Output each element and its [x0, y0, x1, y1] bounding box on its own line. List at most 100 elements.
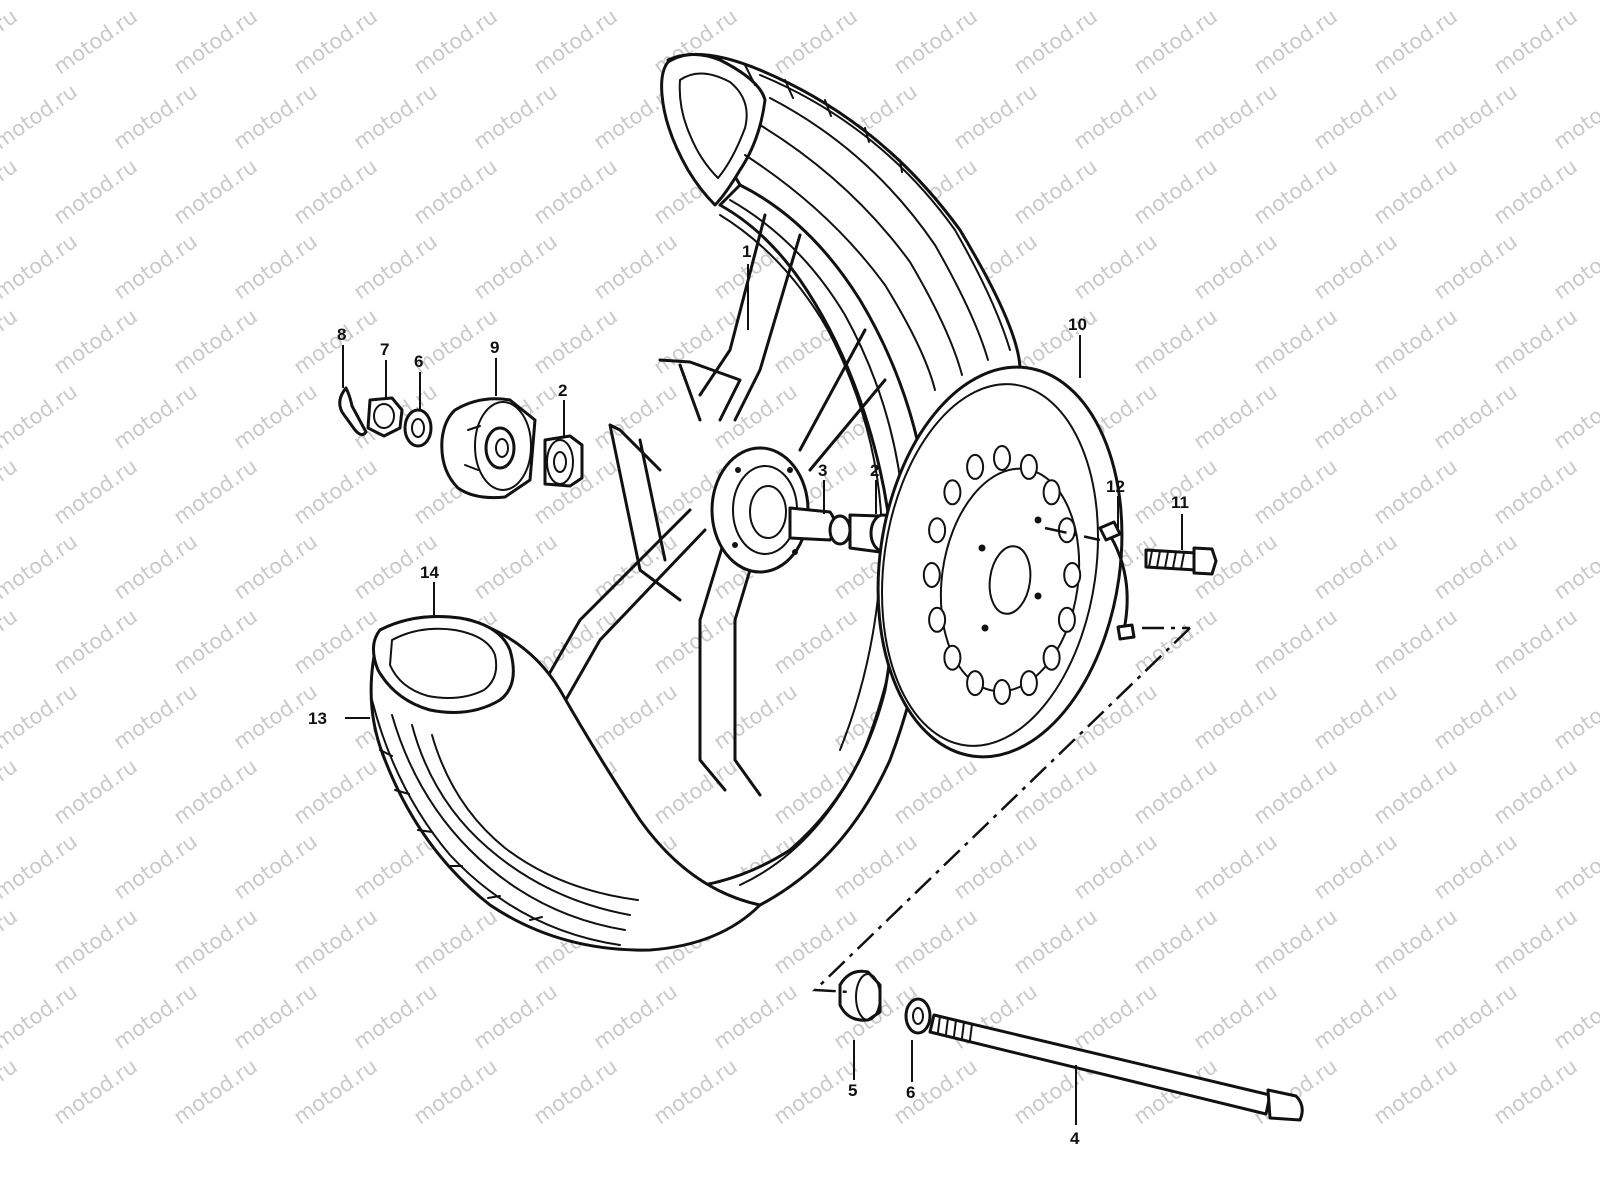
- washer-left: [403, 408, 433, 448]
- watermark-text: motod.ru: [49, 4, 142, 79]
- disc-hole: [993, 679, 1011, 705]
- watermark-text: motod.ru: [649, 604, 742, 679]
- watermark-text: motod.ru: [1069, 679, 1162, 754]
- watermark-text: motod.ru: [1429, 0, 1522, 4]
- disc-hole: [922, 562, 941, 588]
- watermark-text: motod.ru: [409, 904, 502, 979]
- watermark-text: motod.ru: [1189, 679, 1282, 754]
- watermark-text: motod.ru: [289, 904, 382, 979]
- watermark-text: motod.ru: [229, 79, 322, 154]
- callout-14: 14: [420, 563, 439, 582]
- watermark-text: motod.ru: [1549, 829, 1600, 904]
- disc-hole: [1042, 479, 1061, 506]
- disc-hole: [943, 644, 962, 671]
- callout-7: 7: [380, 340, 389, 359]
- watermark-text: motod.ru: [49, 904, 142, 979]
- watermark-text: motod.ru: [949, 0, 1042, 4]
- disc-hole: [943, 479, 962, 506]
- watermark-text: motod.ru: [1009, 754, 1102, 829]
- watermark-text: motod.ru: [709, 679, 802, 754]
- watermark-text: motod.ru: [1249, 154, 1342, 229]
- watermark-text: motod.ru: [109, 379, 202, 454]
- watermark-text: motod.ru: [1309, 679, 1402, 754]
- watermark-text: motod.ru: [1189, 229, 1282, 304]
- watermark-text: motod.ru: [109, 79, 202, 154]
- watermark-text: motod.ru: [0, 1054, 22, 1129]
- watermark-text: motod.ru: [349, 0, 442, 4]
- watermark-text: motod.ru: [289, 454, 382, 529]
- watermark-text: motod.ru: [649, 304, 742, 379]
- watermark-text: motod.ru: [169, 604, 262, 679]
- watermark-text: motod.ru: [109, 529, 202, 604]
- watermark-text: motod.ru: [1249, 4, 1342, 79]
- watermark-text: motod.ru: [0, 979, 82, 1054]
- watermark-text: motod.ru: [1549, 979, 1600, 1054]
- disc-bolt: [1144, 546, 1218, 576]
- watermark-text: motod.ru: [1009, 4, 1102, 79]
- disc-hole: [993, 445, 1011, 471]
- watermark-text: motod.ru: [1489, 454, 1582, 529]
- disc-hole: [1063, 562, 1082, 588]
- sprocket-hub: [440, 397, 537, 500]
- watermark-text: motod.ru: [1369, 904, 1462, 979]
- watermark-text: motod.ru: [529, 4, 622, 79]
- watermark-text: motod.ru: [1069, 229, 1162, 304]
- watermark-text: motod.ru: [289, 304, 382, 379]
- watermark-text: motod.ru: [1069, 979, 1162, 1054]
- cotter-pin: [338, 386, 368, 437]
- watermark-text: motod.ru: [49, 304, 142, 379]
- disc-hole: [928, 606, 947, 633]
- callout-13: 13: [308, 709, 327, 728]
- watermark-text: motod.ru: [1549, 679, 1600, 754]
- callout-8: 8: [337, 325, 346, 344]
- watermark-text: motod.ru: [1189, 829, 1282, 904]
- watermark-text: motod.ru: [1369, 454, 1462, 529]
- disc-hole: [1042, 644, 1061, 671]
- watermark-text: motod.ru: [1069, 0, 1162, 4]
- watermark-text: motod.ru: [409, 154, 502, 229]
- watermark-text: motod.ru: [1069, 829, 1162, 904]
- watermark-text: motod.ru: [1309, 229, 1402, 304]
- disc-hole: [1019, 453, 1038, 480]
- axle-spacer: [838, 969, 882, 1022]
- axle-nut: [366, 396, 404, 438]
- watermark-text: motod.ru: [169, 454, 262, 529]
- watermark-text: motod.ru: [1189, 379, 1282, 454]
- watermark-text: motod.ru: [469, 0, 562, 4]
- watermark-text: motod.ru: [589, 229, 682, 304]
- watermark-text: motod.ru: [0, 679, 82, 754]
- watermark-text: motod.ru: [1129, 304, 1222, 379]
- watermark-text: motod.ru: [1429, 379, 1522, 454]
- watermark-text: motod.ru: [289, 154, 382, 229]
- watermark-text: motod.ru: [1369, 1054, 1462, 1129]
- disc-hole: [1057, 606, 1076, 633]
- watermark-text: motod.ru: [1009, 904, 1102, 979]
- watermark-text: motod.ru: [349, 229, 442, 304]
- callout-6a: 6: [414, 352, 423, 371]
- watermark-text: motod.ru: [0, 154, 22, 229]
- callout-10: 10: [1068, 315, 1087, 334]
- watermark-text: motod.ru: [769, 904, 862, 979]
- watermark-text: motod.ru: [229, 979, 322, 1054]
- watermark-text: motod.ru: [289, 754, 382, 829]
- watermark-text: motod.ru: [1129, 154, 1222, 229]
- watermark-text: motod.ru: [349, 79, 442, 154]
- watermark-text: motod.ru: [1429, 529, 1522, 604]
- watermark-text: motod.ru: [109, 679, 202, 754]
- watermark-text: motod.ru: [1489, 304, 1582, 379]
- watermark-text: motod.ru: [1489, 604, 1582, 679]
- watermark-text: motod.ru: [49, 154, 142, 229]
- watermark-text: motod.ru: [1069, 79, 1162, 154]
- callout-2b: 2: [870, 461, 879, 480]
- callout-4: 4: [1070, 1129, 1080, 1148]
- watermark-text: motod.ru: [1429, 229, 1522, 304]
- callout-9: 9: [490, 338, 499, 357]
- watermark-text: motod.ru: [1489, 904, 1582, 979]
- assembly-axis-line: [812, 627, 1191, 994]
- watermark-text: motod.ru: [0, 4, 22, 79]
- watermark-text: motod.ru: [0, 754, 22, 829]
- watermark-text: motod.ru: [49, 604, 142, 679]
- assembly-axis-line-top: [1044, 526, 1190, 630]
- watermark-text: motod.ru: [169, 304, 262, 379]
- lock-plate: [1098, 520, 1136, 641]
